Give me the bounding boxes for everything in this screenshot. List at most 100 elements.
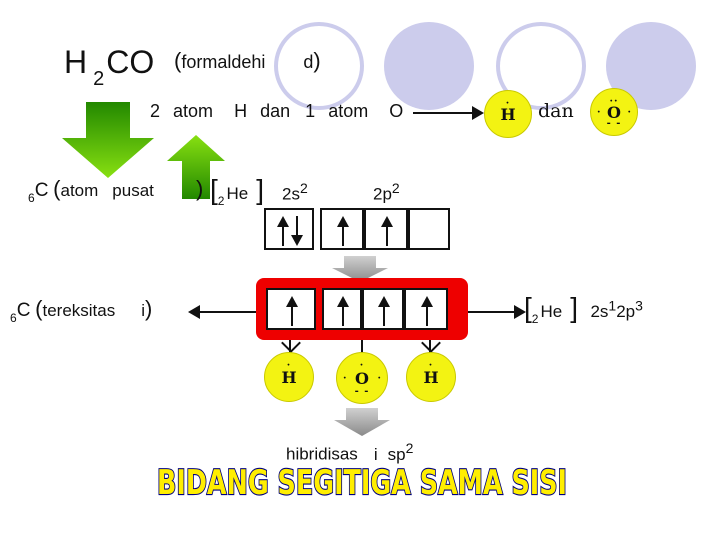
comp-atom2: atom bbox=[328, 101, 369, 121]
ground-orbital-2p-3 bbox=[408, 208, 450, 250]
excited-p-label: 2p bbox=[616, 302, 636, 321]
comp-o: O bbox=[389, 101, 404, 121]
name-part-a: formaldehi bbox=[181, 52, 266, 72]
excited-p-sup: 3 bbox=[635, 297, 643, 314]
atom-h-bottom-right: · H bbox=[406, 352, 456, 402]
atom-h-right: · H bbox=[484, 90, 532, 138]
excited-core-sub: 2 bbox=[531, 312, 539, 326]
bond-line-h-right bbox=[429, 340, 431, 360]
green-arrow-up bbox=[167, 135, 225, 199]
hybrid-text-b: i bbox=[373, 444, 378, 464]
electron-up-arrow bbox=[378, 296, 390, 326]
grey-arrow-down-1-shape bbox=[332, 256, 388, 282]
grey-arrow-down-2 bbox=[334, 408, 390, 436]
excited-p-orbitals bbox=[322, 288, 448, 330]
ground-paren-open: ( bbox=[53, 176, 61, 201]
excited-paren-open: ( bbox=[35, 296, 43, 321]
electron-down-arrow bbox=[291, 216, 303, 246]
electron-up-arrow bbox=[286, 296, 298, 326]
excited-desc-b: i bbox=[141, 301, 146, 320]
atom-o-bottom-left-dot: · bbox=[343, 372, 347, 384]
composition-text: 2 atom H dan 1 atom O bbox=[150, 101, 403, 122]
ground-orbital-2p-2 bbox=[364, 208, 408, 250]
atom-h-bottom-left-label: H bbox=[281, 367, 297, 387]
excited-core: He bbox=[540, 302, 563, 321]
hybrid-text-a: hibridisas bbox=[286, 444, 358, 464]
excited-orbital-2p-1 bbox=[322, 288, 362, 330]
ground-s-sup: 2 bbox=[299, 180, 308, 196]
grey-arrow-down-2-shape bbox=[334, 408, 390, 436]
excited-paren-close: ) bbox=[145, 296, 153, 321]
ground-p-label: 2p bbox=[373, 184, 392, 204]
ground-c: C bbox=[34, 180, 49, 201]
name-paren-close: ) bbox=[313, 48, 321, 73]
conclusion-text: BIDANG SEGITIGA SAMA SISI bbox=[157, 463, 567, 503]
excited-bracket-close: ] bbox=[570, 292, 578, 323]
arrow-to-atoms-head bbox=[472, 106, 484, 120]
atom-h-bottom-right-label: H bbox=[423, 367, 439, 387]
atom-o-dots: ·· bbox=[609, 96, 619, 107]
electron-up-arrow bbox=[337, 216, 349, 246]
bond-line-o bbox=[361, 340, 363, 356]
atom-o-bottom: · · O · - - bbox=[336, 352, 388, 404]
ground-paren-close: ) bbox=[196, 176, 204, 201]
decor-circle-1 bbox=[384, 22, 474, 110]
excited-bracket-open: [ bbox=[524, 292, 532, 323]
hybrid-sup: 2 bbox=[405, 440, 414, 456]
atom-o-bottom-label: O bbox=[355, 368, 369, 388]
comp-num2: 2 bbox=[150, 101, 161, 121]
comp-num1: 1 bbox=[305, 101, 316, 121]
excited-s-label: 2s bbox=[590, 302, 609, 321]
atom-h-bottom-left-dot: · bbox=[286, 360, 292, 371]
ground-bracket-close: ] bbox=[256, 174, 264, 205]
excited-orbital-2p-2 bbox=[362, 288, 404, 330]
name-part-b: d bbox=[303, 52, 314, 72]
conclusion-wordart: BIDANG SEGITIGA SAMA SISI bbox=[156, 462, 568, 504]
name-paren-open: ( bbox=[174, 48, 182, 73]
atom-o-right-label: O bbox=[607, 102, 621, 122]
ground-s: 2s2 bbox=[282, 180, 308, 205]
green-arrow-up-shape bbox=[167, 135, 225, 199]
right-dan: dan bbox=[538, 100, 574, 122]
arrow-to-atoms bbox=[413, 112, 477, 114]
atom-o-bottom-top-dots: · bbox=[359, 360, 365, 371]
atom-h-bottom-right-dot: · bbox=[428, 360, 434, 371]
formula-co: CO bbox=[106, 44, 155, 80]
comp-atom: atom bbox=[173, 101, 214, 121]
comp-h: H bbox=[234, 101, 248, 121]
excited-s-sup: 1 bbox=[608, 297, 617, 314]
atom-o-bottom-lower-dots: - - bbox=[354, 386, 370, 397]
excited-desc-a: tereksitas bbox=[42, 301, 116, 320]
ground-orbitals bbox=[264, 208, 314, 250]
ground-s-label: 2s bbox=[282, 184, 300, 204]
atom-o-right: ·· · O · - - bbox=[590, 88, 638, 136]
excited-orbital-2s bbox=[266, 288, 316, 330]
ground-desc-b: pusat bbox=[112, 181, 154, 200]
green-arrow-down-shape bbox=[62, 102, 154, 178]
atom-h-right-label: H bbox=[500, 104, 516, 124]
formula-sub2: 2 bbox=[93, 68, 105, 90]
ground-prefix: 6 bbox=[28, 191, 35, 205]
ground-p: 2p2 bbox=[373, 180, 400, 205]
ground-core: He bbox=[226, 184, 249, 203]
ground-core-sub: 2 bbox=[217, 194, 225, 208]
formula-name: (formaldehi d) bbox=[174, 48, 321, 74]
arrow-left-line bbox=[194, 311, 256, 313]
ground-p-orbitals bbox=[320, 208, 450, 250]
ground-orbital-2p-1 bbox=[320, 208, 364, 250]
arrow-left-head bbox=[188, 305, 200, 319]
atom-h-bottom-left: · H bbox=[264, 352, 314, 402]
formula-h: H bbox=[64, 44, 88, 80]
electron-up-arrow bbox=[381, 216, 393, 246]
grey-arrow-down-1 bbox=[332, 256, 388, 282]
atom-h-dot: · bbox=[505, 98, 511, 109]
hybrid-sp: sp bbox=[387, 444, 406, 464]
electron-up-arrow bbox=[421, 296, 433, 326]
ground-desc-a: atom bbox=[60, 181, 99, 200]
comp-dan: dan bbox=[260, 101, 291, 121]
atom-o-bottom-dots: - - bbox=[606, 118, 622, 129]
ground-bracket-open: [ bbox=[210, 174, 218, 205]
